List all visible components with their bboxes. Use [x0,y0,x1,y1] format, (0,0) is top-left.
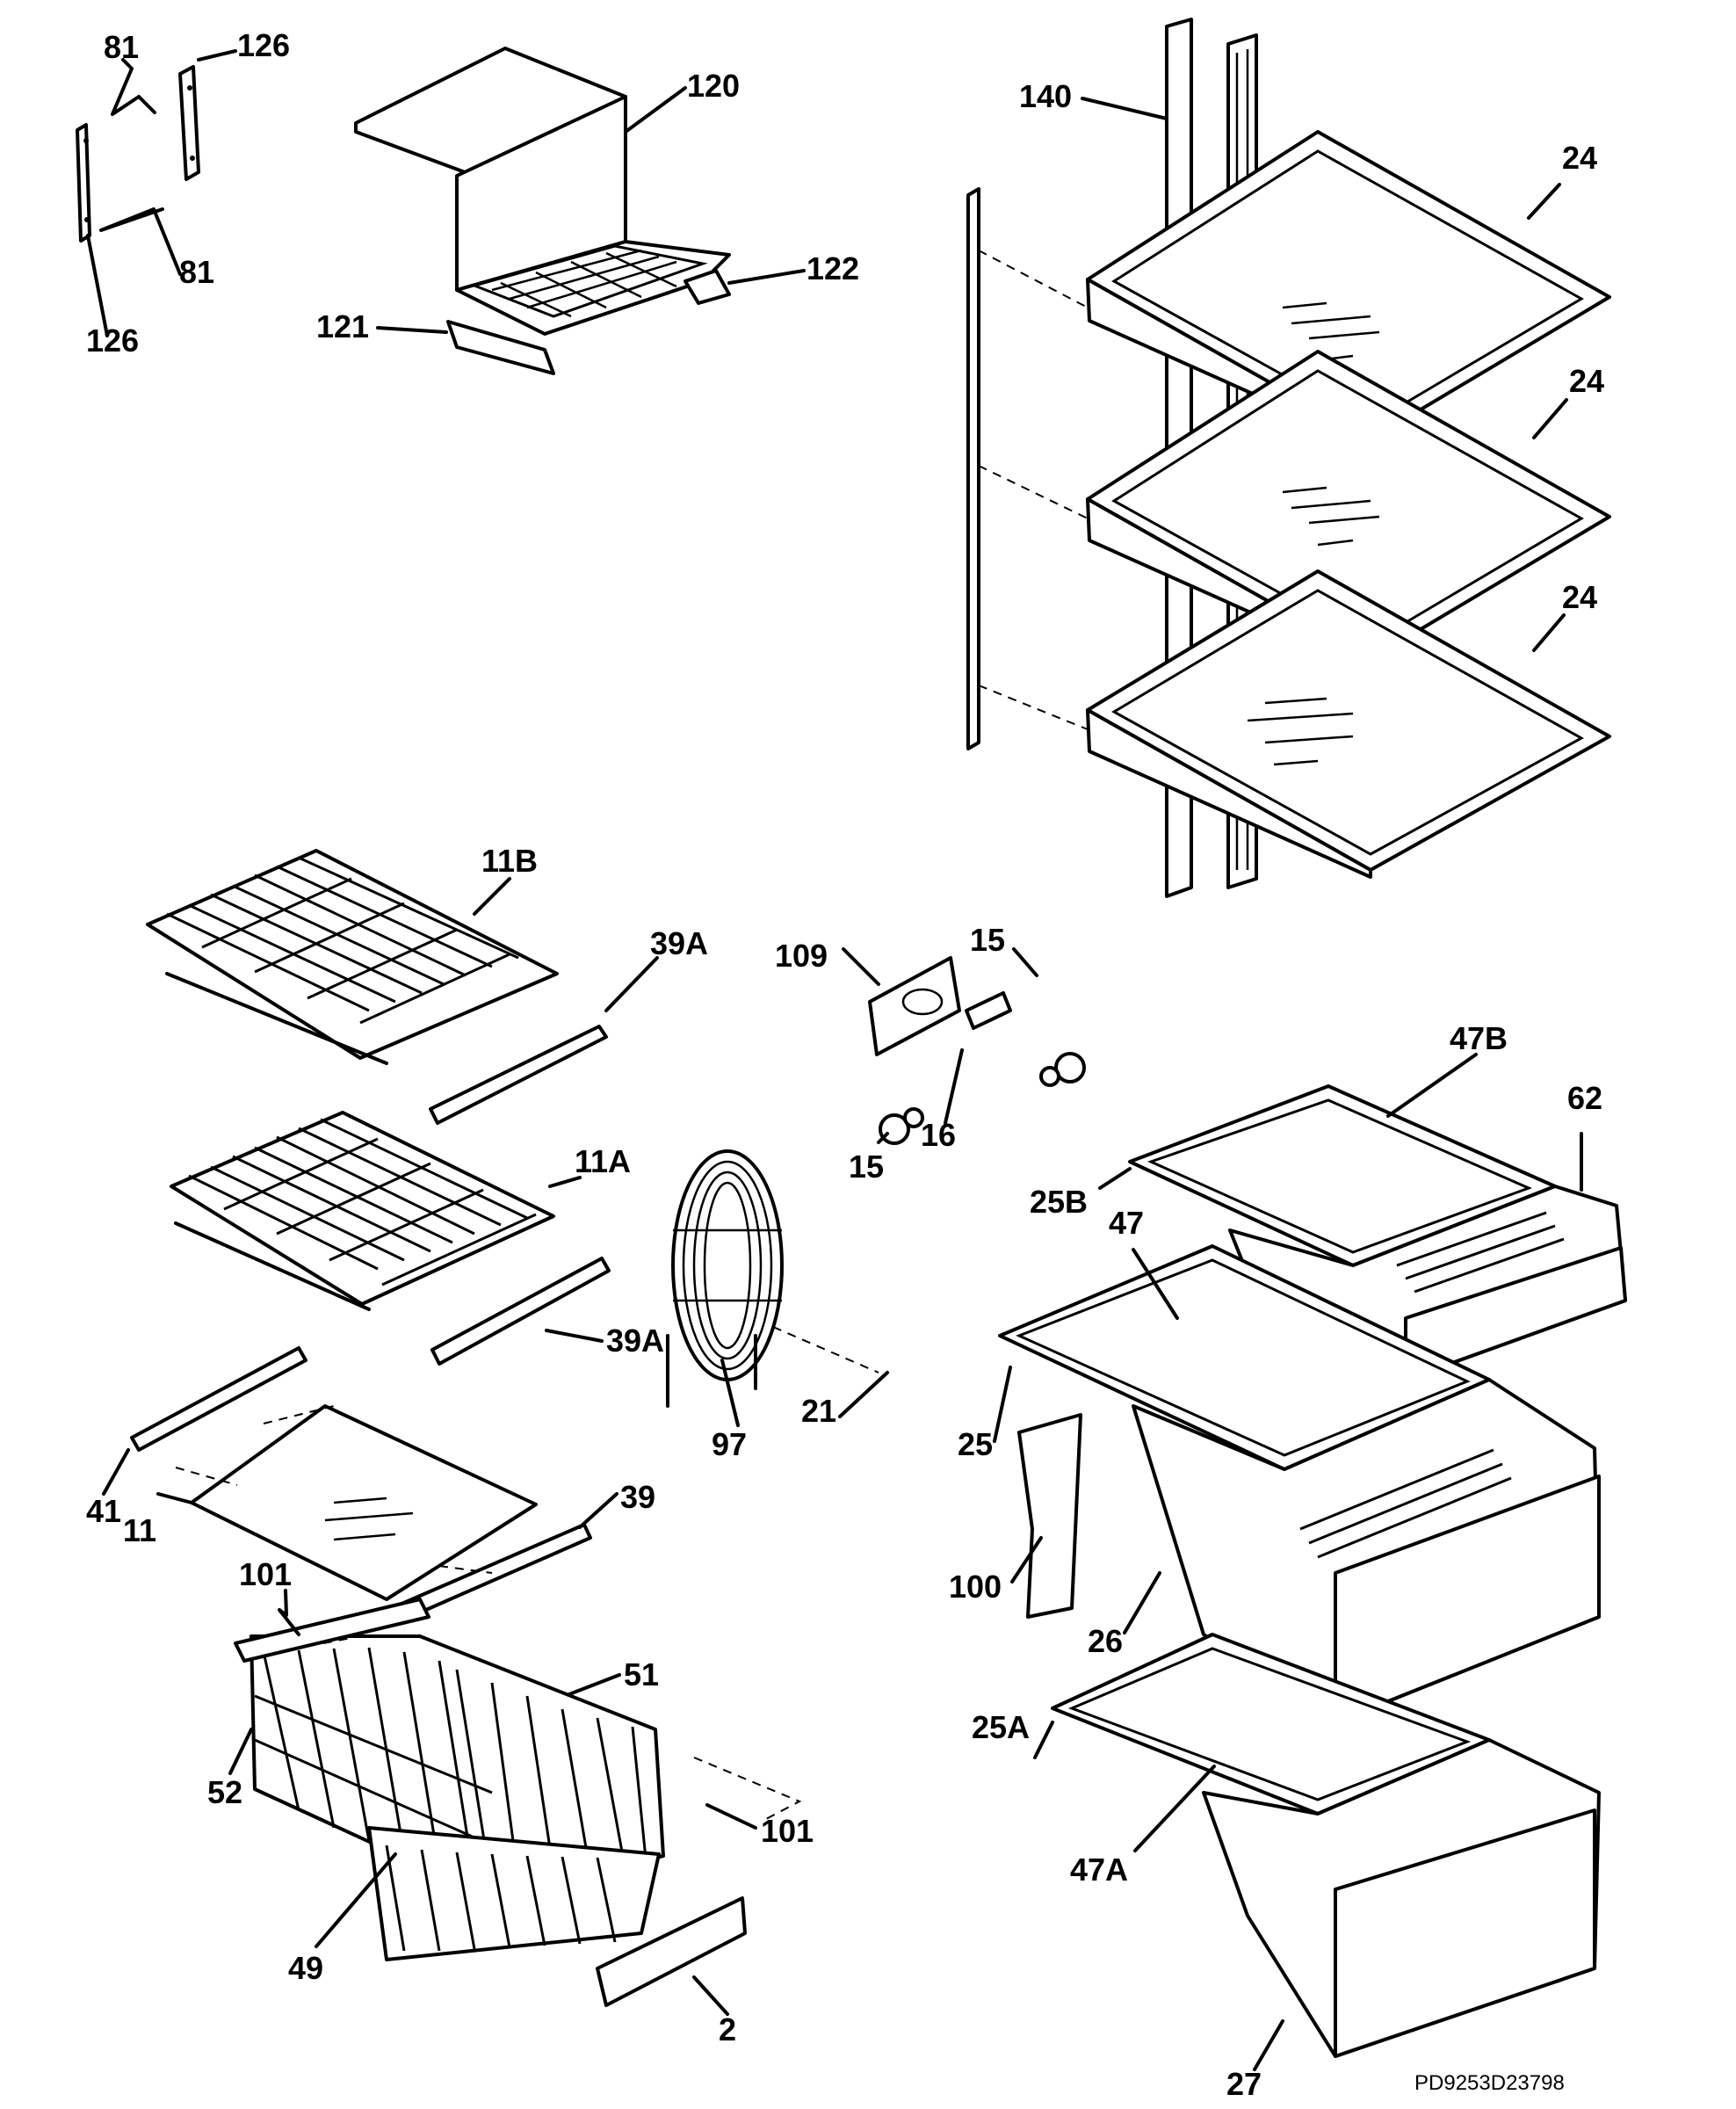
leader-lines-120-122-121 [376,86,806,334]
leader-lines-140-24 [1081,97,1568,652]
callout-15-upper: 15 [970,922,1005,958]
callout-26: 26 [1088,1623,1123,1659]
glass-shelf-11 [175,1404,538,1601]
callout-24-a: 24 [1562,140,1597,176]
callout-21: 21 [801,1393,836,1429]
crisper-drawer-middle [1132,1378,1601,1724]
callout-25a: 25A [972,1709,1030,1745]
divider-panel-100 [1017,1413,1082,1619]
callout-62: 62 [1567,1080,1602,1116]
callout-140: 140 [1019,78,1072,114]
callout-47: 47 [1109,1205,1144,1241]
callout-11a: 11A [575,1143,631,1179]
callout-101-upper: 101 [239,1556,292,1592]
callout-81-top: 81 [104,29,139,65]
callout-labels: 81 126 120 122 121 81 126 140 24 24 24 1… [86,27,1604,2102]
callout-41: 41 [86,1493,121,1529]
leader-lines-shelves [102,877,659,1529]
wire-shelf-11a [170,1111,555,1311]
leader-lines-basket [228,1589,802,2016]
callout-24-b: 24 [1569,363,1604,399]
callout-100: 100 [949,1569,1002,1605]
callout-15-lower: 15 [849,1149,884,1185]
freezer-basket [234,1598,665,1961]
callout-25b: 25B [1030,1184,1088,1220]
callout-11b: 11B [481,843,538,879]
callout-109: 109 [775,938,828,974]
callout-16: 16 [921,1117,956,1153]
callout-126-bottom: 126 [86,323,139,359]
callout-122: 122 [807,250,859,286]
callout-47b: 47B [1450,1020,1508,1056]
callout-120: 120 [687,68,740,104]
crisper-drawer-lower [1202,1738,1601,2058]
callout-97: 97 [712,1426,747,1462]
leader-lines-crispers [993,1053,1583,2071]
callout-25: 25 [958,1426,993,1462]
light-bulbs [877,947,1086,1145]
callout-101-lower: 101 [761,1813,814,1849]
callout-47a: 47A [1070,1852,1128,1888]
basket-support-2 [596,1896,747,2007]
callout-52: 52 [207,1774,242,1810]
callout-49: 49 [288,1950,323,1986]
light-shield [842,947,961,1056]
glass-shelf-3 [978,569,1611,879]
wire-shelf-11b [146,849,559,1065]
callout-39a-upper: 39A [650,925,708,961]
callout-126-top: 126 [237,27,290,63]
callout-24-c: 24 [1562,579,1597,615]
callout-11: 11 [123,1512,156,1548]
callout-39a-lower: 39A [606,1323,664,1359]
water-tube-coil [666,1149,889,1427]
callout-39: 39 [620,1479,655,1515]
callout-81-bottom: 81 [179,254,214,290]
leader-lines-81-126 [86,49,237,337]
shelf-support-39a [130,1025,611,1620]
dairy-compartment [354,47,731,375]
callout-27: 27 [1226,2066,1262,2102]
callout-51: 51 [624,1656,659,1692]
callout-2: 2 [719,2011,736,2047]
diagram-reference-code: PD9253D23798 [1414,2071,1565,2095]
callout-121: 121 [316,308,369,344]
